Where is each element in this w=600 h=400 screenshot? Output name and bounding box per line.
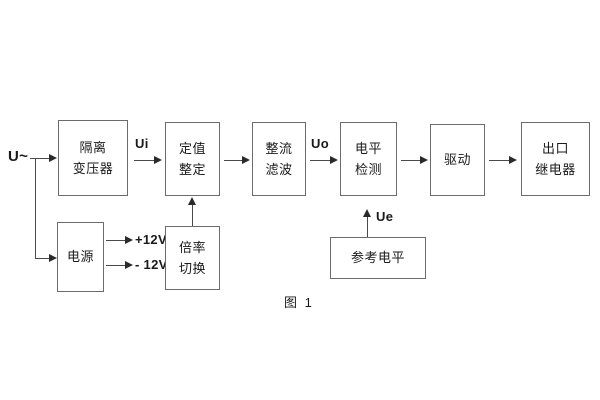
block-setting-value: 定值 整定: [165, 122, 220, 196]
block-rectify-filter: 整流 滤波: [252, 122, 306, 196]
level-to-drive-arrow: [420, 155, 428, 164]
signal-ue-label: Ue: [376, 209, 394, 224]
drive-to-relay-arrow: [509, 155, 517, 164]
branch-to-power-arrow: [49, 253, 57, 262]
block-setting-value-line2: 整定: [178, 162, 206, 177]
ue-connector-line: [367, 216, 368, 237]
ui-connector-line: [134, 160, 156, 161]
block-reference-level: 参考电平: [330, 237, 426, 279]
rail-negative-line: [106, 265, 127, 266]
block-multiplier-switch-line1: 倍率: [178, 239, 206, 255]
input-branch-vertical: [35, 158, 36, 259]
block-level-detection: 电平 检测: [340, 122, 397, 196]
block-output-relay-line1: 出口: [541, 140, 569, 156]
block-level-detection-line1: 电平: [354, 140, 382, 156]
ui-connector-arrow: [154, 155, 162, 164]
uo-connector-arrow: [330, 155, 338, 164]
rail-negative-label: - 12V: [135, 257, 168, 272]
block-multiplier-switch: 倍率 切换: [165, 226, 220, 290]
signal-uo-label: Uo: [311, 136, 329, 151]
block-rectify-filter-line2: 滤波: [265, 162, 293, 177]
figure-caption: 图 1: [284, 295, 314, 310]
ue-connector-arrow: [363, 209, 371, 217]
input-source-label: U~: [8, 148, 29, 165]
level-to-drive-line: [401, 160, 422, 161]
setting-to-rectify-line: [224, 160, 244, 161]
rail-positive-line: [106, 240, 127, 241]
signal-ui-label: Ui: [135, 136, 149, 151]
uo-connector-line: [310, 160, 332, 161]
rail-negative-arrow: [125, 260, 133, 269]
block-power-supply-line1: 电源: [66, 249, 94, 265]
block-power-supply: 电源: [57, 222, 104, 292]
block-level-detection-line2: 检测: [354, 162, 382, 177]
setting-to-rectify-arrow: [242, 155, 250, 164]
block-output-relay-line2: 继电器: [535, 162, 576, 177]
block-drive-line1: 驱动: [443, 152, 471, 168]
branch-to-transformer-line: [35, 158, 51, 159]
block-isolation-transformer-line1: 隔离: [79, 139, 107, 155]
branch-to-power-line: [35, 258, 51, 259]
block-isolation-transformer: 隔离 变压器: [58, 120, 128, 196]
branch-to-transformer-arrow: [49, 153, 57, 162]
drive-to-relay-line: [489, 160, 511, 161]
multiplier-to-setting-line: [192, 204, 193, 226]
block-drive: 驱动: [430, 124, 485, 196]
block-rectify-filter-line1: 整流: [265, 140, 293, 156]
rail-positive-label: +12V: [135, 232, 167, 247]
multiplier-to-setting-arrow: [188, 197, 196, 205]
block-setting-value-line1: 定值: [178, 140, 206, 156]
block-reference-level-line1: 参考电平: [350, 250, 405, 266]
input-trunk-stub: [30, 158, 36, 159]
block-output-relay: 出口 继电器: [521, 122, 590, 196]
rail-positive-arrow: [125, 235, 133, 244]
block-isolation-transformer-line2: 变压器: [72, 161, 114, 176]
block-multiplier-switch-line2: 切换: [178, 261, 206, 276]
